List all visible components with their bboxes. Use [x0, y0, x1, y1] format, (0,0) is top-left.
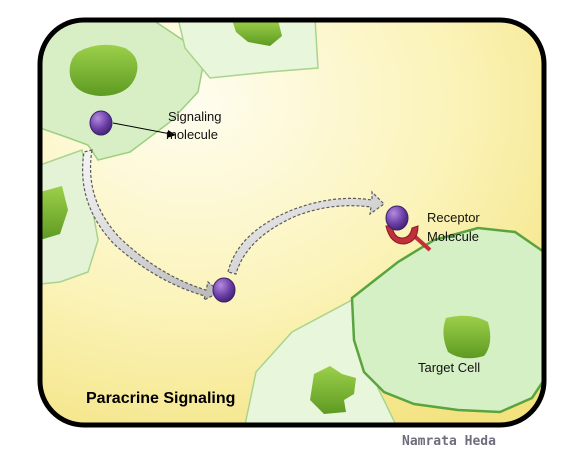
target-cell-nucleus [443, 315, 491, 359]
signaling-label-line1: Signaling [168, 109, 222, 124]
top-cell [177, 20, 319, 79]
receptor-label-line1: Receptor [427, 210, 480, 225]
signaling-label-line2: molecule [166, 127, 218, 142]
top-cell-nucleus [232, 20, 282, 46]
author-credit: Namrata Heda [402, 434, 496, 449]
signaling-pointer-arrowhead [167, 130, 176, 138]
bound-molecule [385, 205, 409, 231]
diffusion-arrow-1 [82, 149, 222, 302]
signaling-molecule [89, 110, 113, 136]
signaling-pointer-line [112, 122, 177, 136]
target-cell-label: Target Cell [418, 360, 480, 375]
signaling-cell-nucleus [69, 44, 138, 96]
bottom-cell-nucleus [310, 366, 356, 414]
receptor-label-line2: Molecule [427, 229, 479, 244]
receptor-cup [385, 225, 419, 245]
diffusing-molecule [212, 277, 236, 303]
diffusion-arrow-2 [227, 190, 385, 275]
left-cell-nucleus [40, 186, 68, 240]
frame-border [37, 17, 547, 428]
diagram-title: Paracrine Signaling [86, 390, 235, 407]
